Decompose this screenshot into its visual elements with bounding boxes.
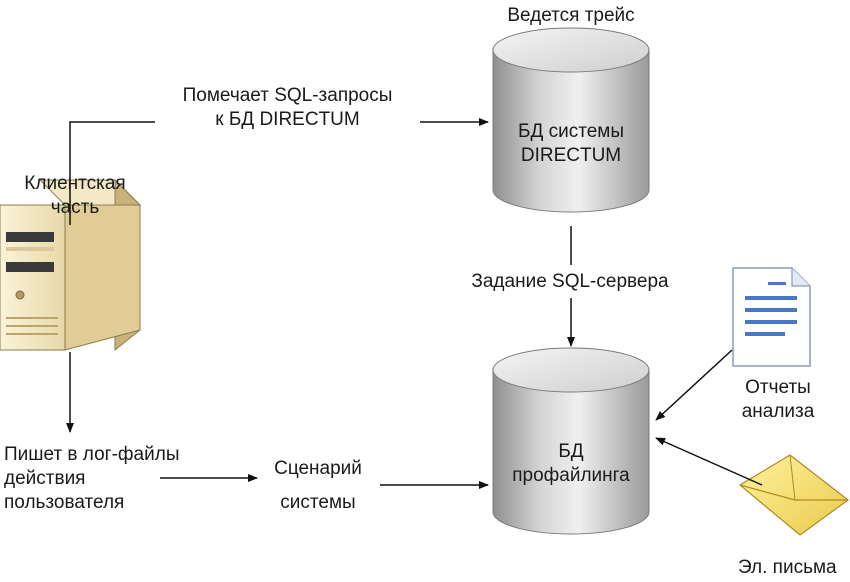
edge-sql-job-label: Задание SQL-сервера: [450, 270, 690, 294]
edge-letters-to-db: [655, 437, 763, 486]
db-directum-line2: DIRECTUM: [520, 145, 622, 166]
scenario-line1: Сценарий: [274, 458, 362, 479]
client-line1: Клиентская: [24, 173, 126, 194]
db-directum-label: БД системы DIRECTUM: [493, 120, 649, 168]
edge-marks-sql-label: Помечает SQL-запросы к БД DIRECTUM: [155, 84, 420, 132]
scenario-line2: системы: [280, 492, 356, 513]
edge-write-logs-line1: Пишет в лог-файлы: [4, 444, 180, 465]
server-icon: [0, 178, 142, 352]
client-label: Клиентская часть: [0, 172, 150, 220]
db-directum-line1: БД системы: [517, 121, 624, 142]
db-profiling-line2: профайлинга: [512, 465, 630, 486]
edge-write-logs-line3: пользователя: [4, 492, 125, 513]
scenario-label: Сценарий системы: [258, 452, 378, 520]
reports-label: Отчеты анализа: [718, 376, 838, 424]
edge-reports-to-db: [655, 349, 733, 421]
envelope-icon: [738, 454, 849, 536]
reports-line1: Отчеты: [745, 377, 811, 398]
edge-marks-sql: [69, 118, 489, 225]
edge-marks-sql-line2: к БД DIRECTUM: [215, 109, 360, 130]
database-icon: [492, 347, 650, 535]
edge-marks-sql-line1: Помечает SQL-запросы: [182, 85, 393, 106]
document-icon: [732, 267, 811, 367]
reports-line2: анализа: [741, 401, 815, 422]
db-profiling-label: БД профайлинга: [493, 440, 649, 488]
edge-write-logs-label: Пишет в лог-файлы действия пользователя: [4, 443, 179, 515]
db-directum-caption: Ведется трейс: [507, 5, 635, 26]
letters-label: Эл. письма: [738, 557, 837, 578]
edge-write-logs-line2: действия: [4, 468, 86, 489]
client-line2: часть: [50, 197, 100, 218]
database-icon: [492, 27, 650, 213]
db-profiling-line1: БД: [558, 441, 584, 462]
